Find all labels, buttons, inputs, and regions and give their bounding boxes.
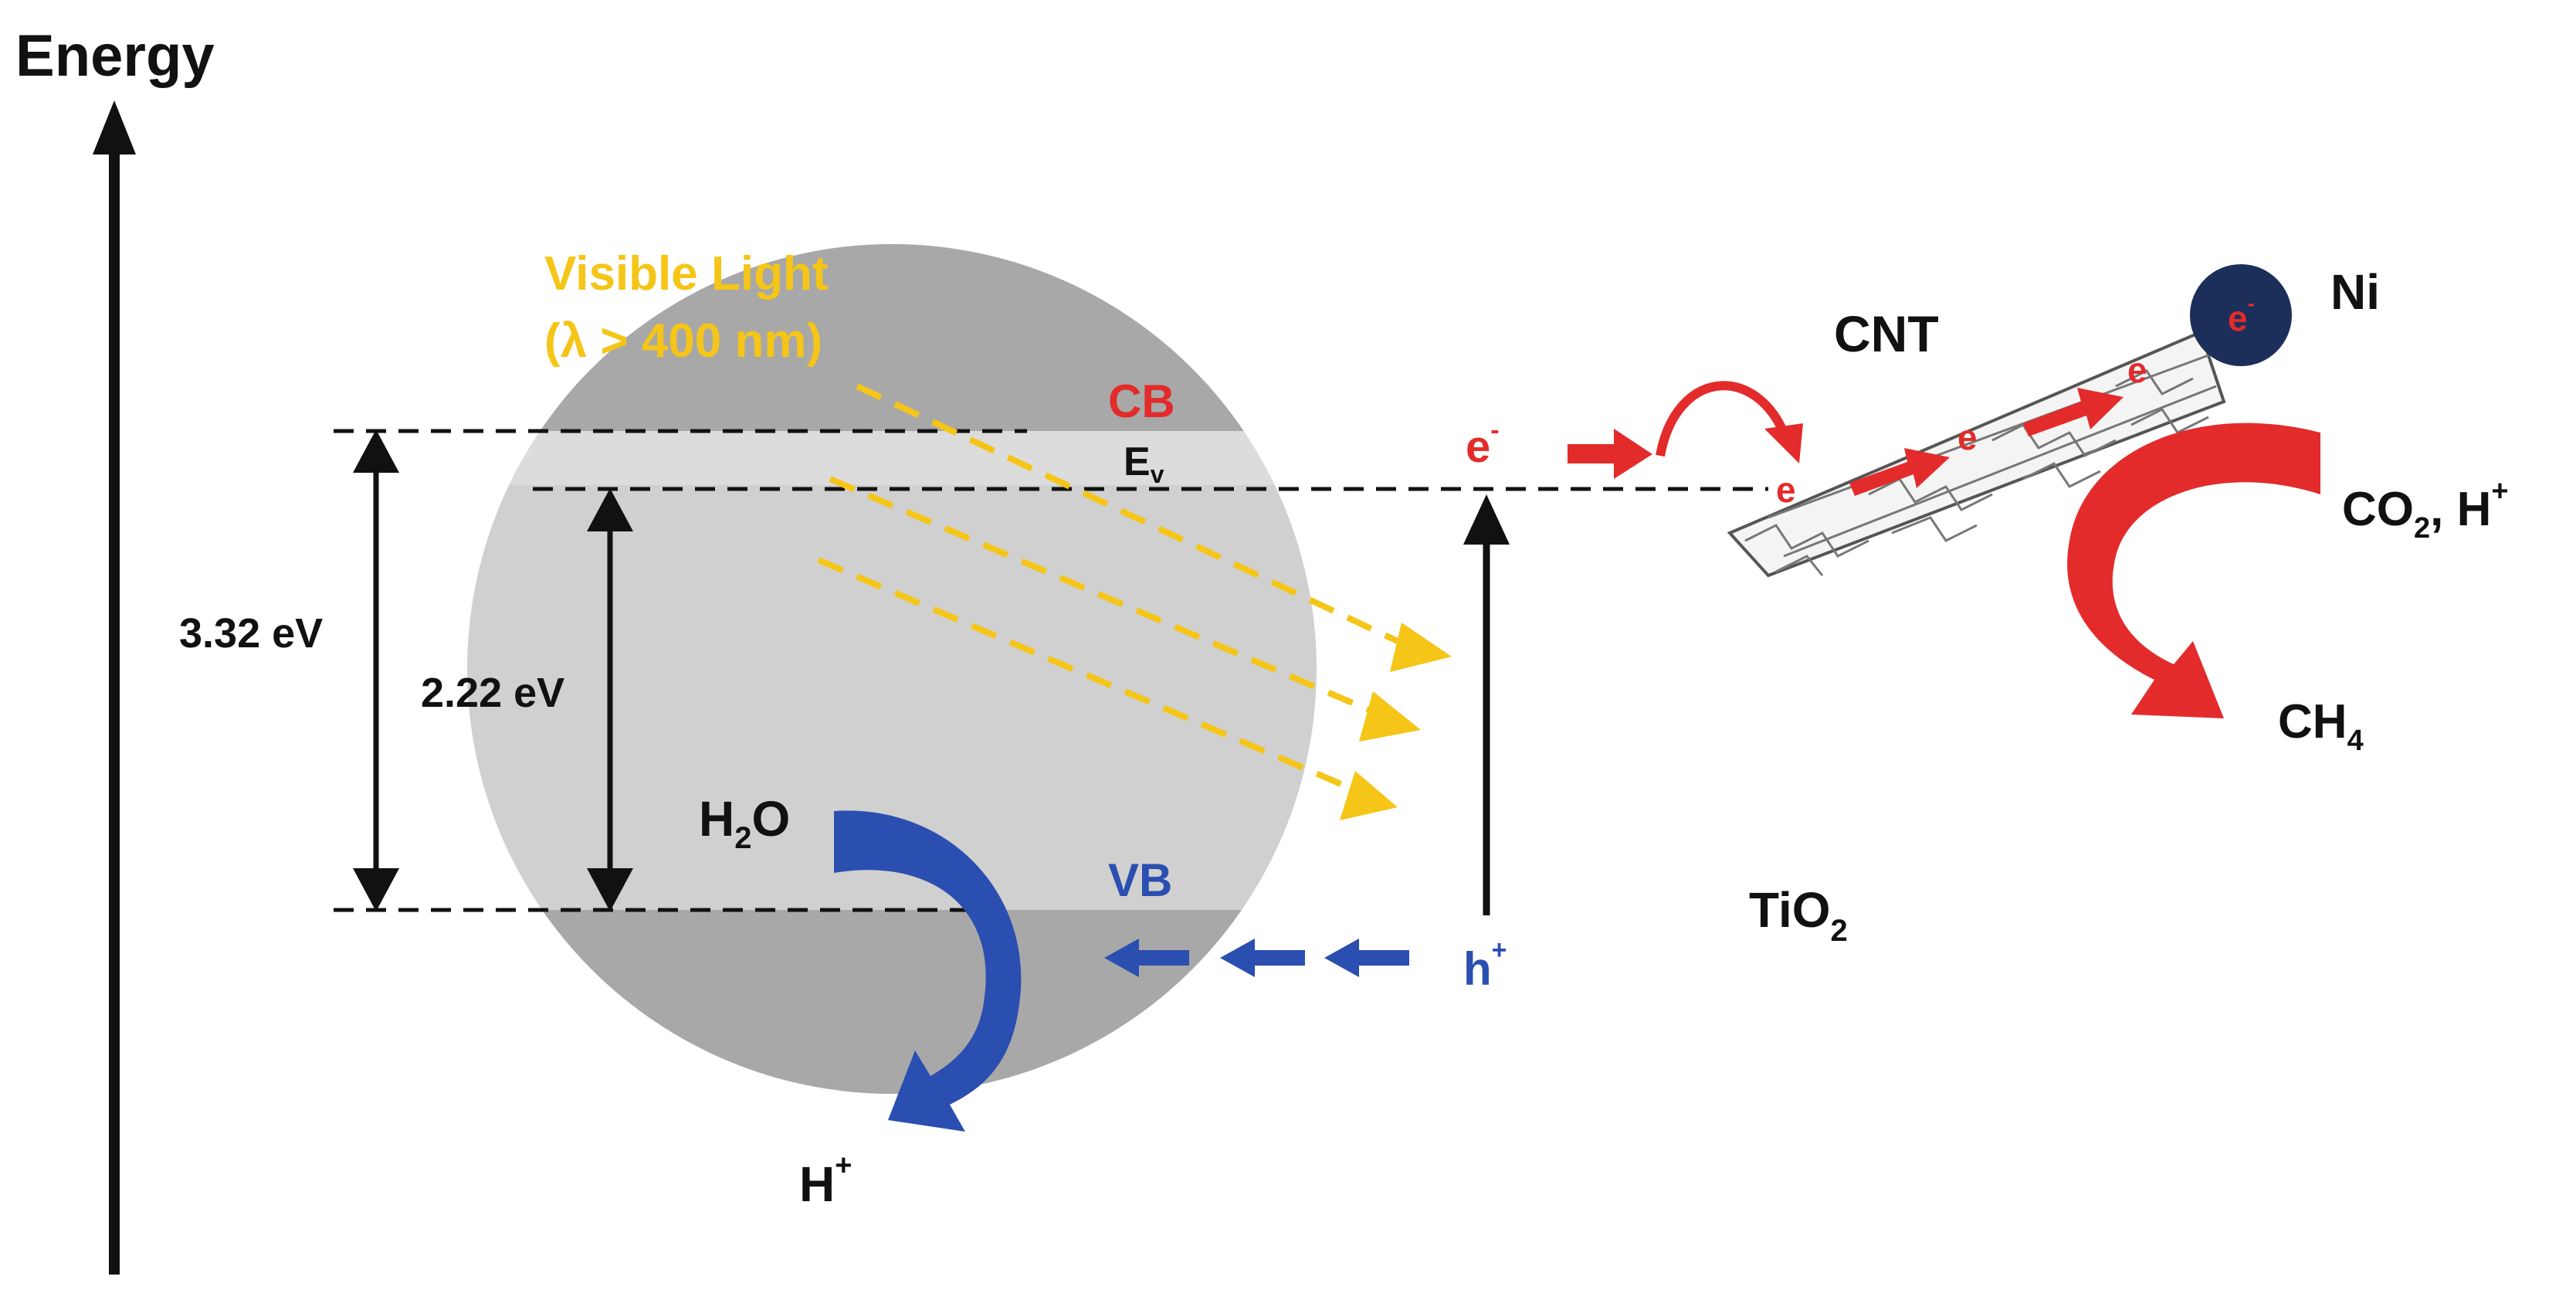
reduction-arrow <box>2067 423 2320 718</box>
gap-label-wide: 3.32 eV <box>179 610 323 657</box>
hole-circle: h+ <box>1443 921 1530 1007</box>
excitation-arrow <box>1463 494 1510 915</box>
hole-transfer-arrows <box>1104 939 1409 977</box>
visible-light-label: Visible Light <box>544 247 828 300</box>
ch4-label: CH4 <box>2278 695 2364 757</box>
gap-arrow-narrow <box>587 488 633 912</box>
electron-circle: e- <box>1442 404 1523 484</box>
cb-label: CB <box>1108 375 1175 427</box>
visible-light-wavelength: (λ > 400 nm) <box>544 314 822 368</box>
ev-label: Ev <box>1124 440 1164 488</box>
ni-particle: e- <box>2190 264 2292 366</box>
cnt-electron-3: e <box>2127 350 2147 390</box>
tio2-label: TiO2 <box>1749 882 1848 948</box>
co2-label: CO2, H+ <box>2342 475 2509 545</box>
energy-axis-label: Energy <box>15 23 215 89</box>
gap-arrow-wide <box>353 429 399 912</box>
tio2-sphere <box>467 244 1317 1094</box>
hplus-label: H+ <box>799 1149 852 1212</box>
cnt-electron-1: e <box>1776 470 1796 510</box>
svg-text:e-: e- <box>1466 416 1500 472</box>
ni-label: Ni <box>2330 264 2380 320</box>
electron-hop-arrow <box>1656 381 1788 457</box>
band-edge-lines <box>334 429 1768 912</box>
vb-label: VB <box>1108 854 1172 906</box>
cnt-label: CNT <box>1834 305 1939 362</box>
energy-axis <box>93 100 136 1275</box>
h2o-label: H2O <box>699 791 790 855</box>
oxidation-arrow <box>834 810 1022 1132</box>
light-rays <box>817 383 1452 820</box>
cnt-electron-arrows <box>1849 388 2124 496</box>
svg-text:h+: h+ <box>1463 935 1507 995</box>
svg-text:e-: e- <box>2228 291 2255 338</box>
cnt-electron-2: e <box>1957 417 1978 457</box>
electron-transfer-arrow <box>1568 429 1652 479</box>
gap-label-narrow: 2.22 eV <box>421 670 564 716</box>
